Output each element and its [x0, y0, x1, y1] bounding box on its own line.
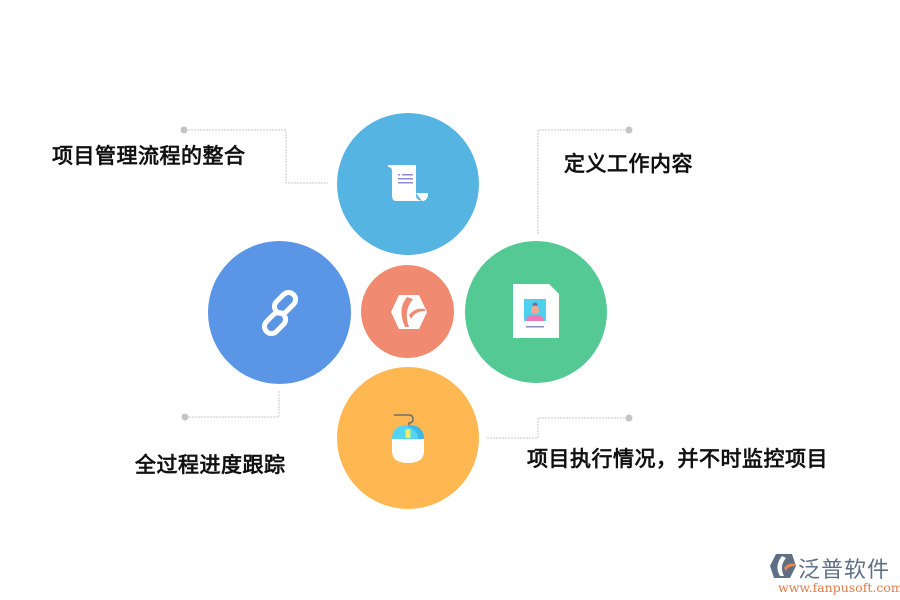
node-left-circle — [208, 241, 351, 384]
node-left-label: 全过程进度跟踪 — [135, 453, 286, 477]
connector-dot-top — [180, 126, 188, 134]
node-top-circle — [337, 113, 479, 255]
center-circle — [361, 265, 454, 358]
chain-link-icon — [261, 289, 298, 336]
connector-dot-bottom — [625, 414, 633, 422]
watermark-logo: 泛普软件 www.fanpusoft.com — [770, 552, 900, 597]
fanpu-logo-icon — [390, 294, 427, 329]
profile-document-icon — [513, 284, 559, 338]
connector-left — [186, 390, 280, 418]
node-right-label: 定义工作内容 — [564, 152, 693, 176]
computer-mouse-icon — [392, 414, 424, 463]
node-bottom-label: 项目执行情况，并不时监控项目 — [527, 447, 828, 471]
connector-top — [185, 129, 328, 184]
scroll-document-icon — [388, 165, 428, 201]
node-top-label: 项目管理流程的整合 — [52, 144, 246, 168]
connector-dot-left — [181, 413, 189, 421]
connector-right — [537, 129, 628, 235]
node-right-circle — [465, 241, 607, 383]
fanpu-brand-icon — [770, 554, 796, 578]
connector-dot-right — [625, 126, 633, 134]
node-bottom-circle — [337, 367, 479, 509]
watermark-url: www.fanpusoft.com — [778, 580, 900, 595]
connector-bottom — [487, 417, 628, 439]
watermark-brand: 泛普软件 — [798, 558, 891, 583]
